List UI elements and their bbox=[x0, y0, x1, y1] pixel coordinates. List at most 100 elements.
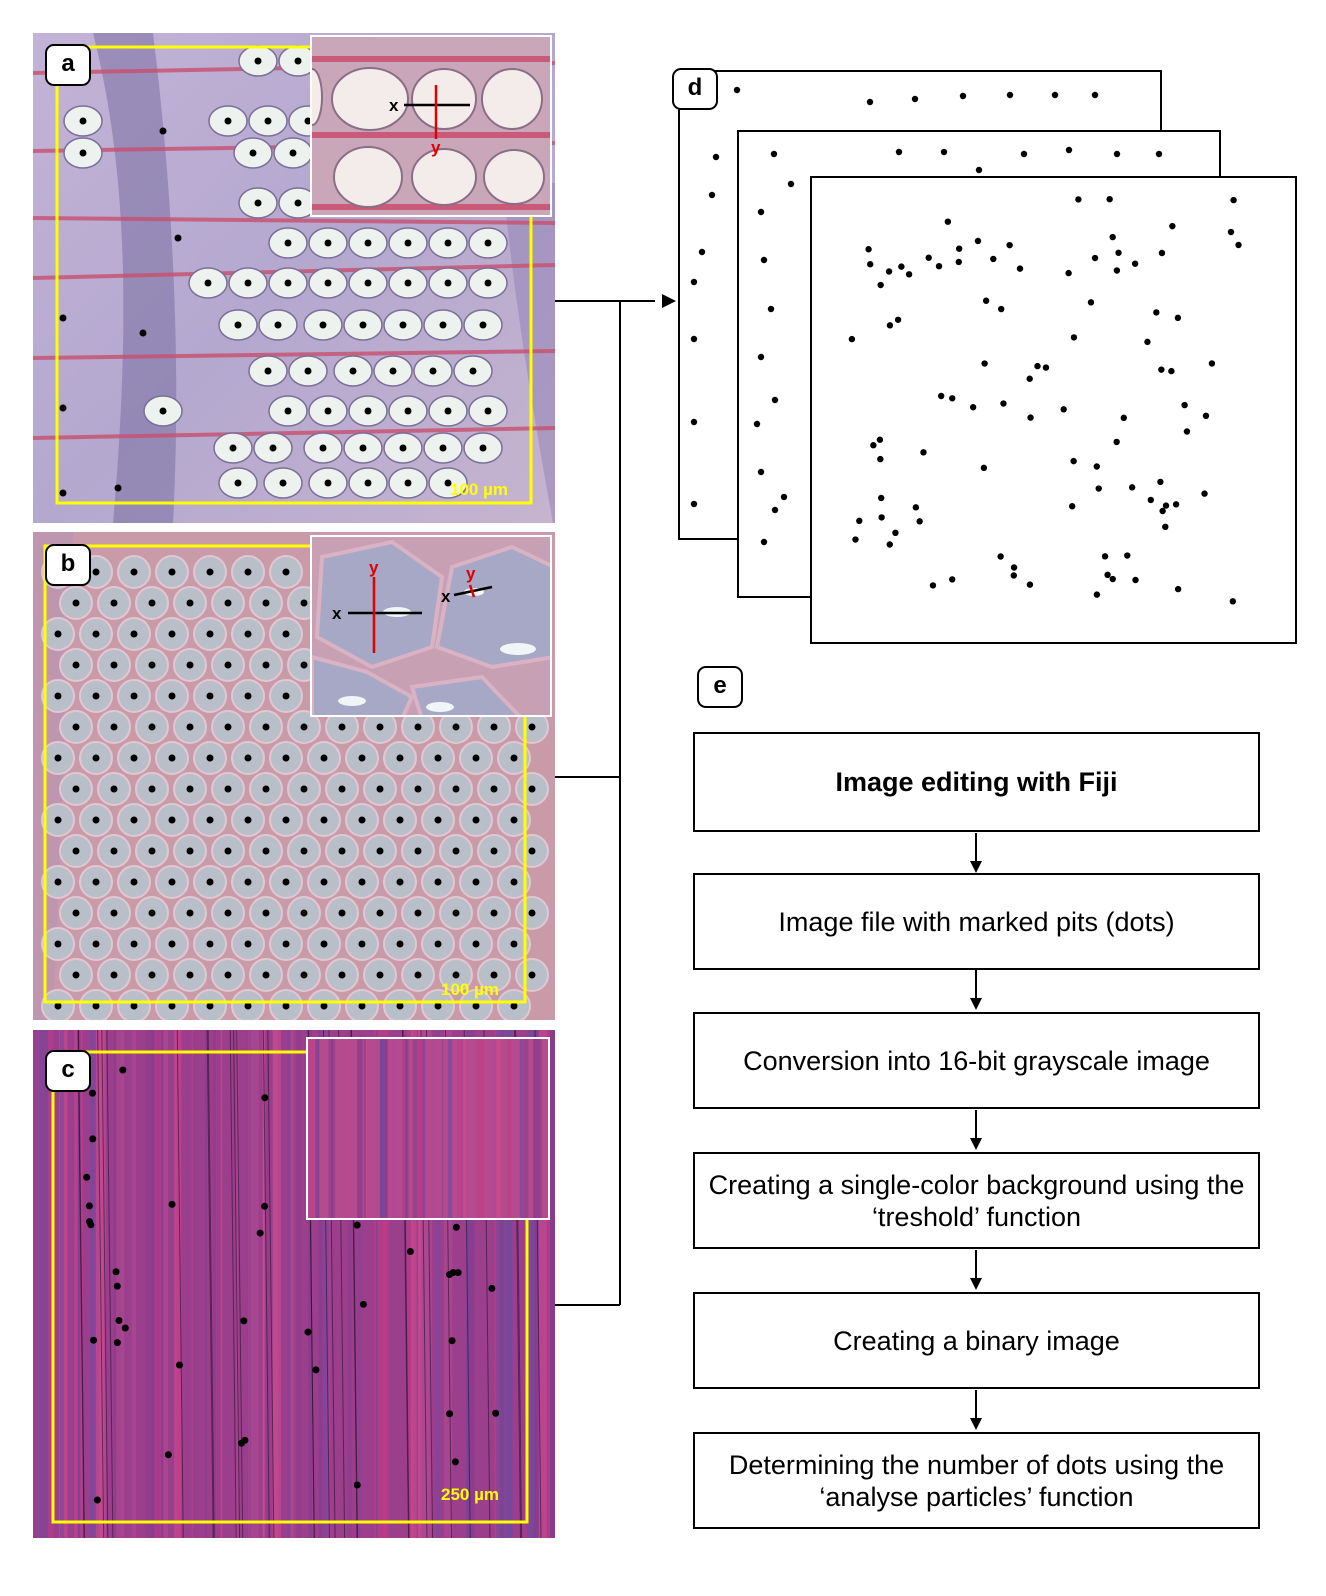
pit-marker-dot bbox=[300, 971, 308, 979]
pit-marker-dot bbox=[204, 279, 212, 287]
pit-marker-dot bbox=[206, 1002, 214, 1010]
pit-marker-dot bbox=[72, 847, 80, 855]
pit-marker-dot bbox=[54, 692, 62, 700]
dot bbox=[898, 263, 905, 270]
dot bbox=[955, 258, 962, 266]
pit-marker-dot bbox=[284, 407, 292, 415]
dot bbox=[1034, 362, 1041, 370]
pit-marker-dot bbox=[262, 661, 270, 669]
panel-c-pits bbox=[83, 1066, 500, 1504]
pit-marker-dot bbox=[119, 1066, 127, 1074]
dot bbox=[1010, 572, 1017, 579]
fiber-streak bbox=[149, 1030, 154, 1538]
pit-marker-dot bbox=[452, 723, 460, 731]
fiber-streak bbox=[459, 1039, 463, 1218]
pit-marker-dot bbox=[282, 630, 290, 638]
dot bbox=[1068, 503, 1076, 510]
pit-marker-dot bbox=[206, 816, 214, 824]
dot bbox=[905, 271, 913, 278]
fiber-streak bbox=[308, 1030, 312, 1538]
fiber-streak bbox=[420, 1030, 425, 1538]
pit-marker-dot bbox=[359, 1300, 367, 1308]
pit-marker-dot bbox=[282, 568, 290, 576]
fiber-streak bbox=[330, 1039, 333, 1218]
pit-marker-dot bbox=[304, 1328, 312, 1336]
dot bbox=[1201, 490, 1208, 497]
dot bbox=[690, 335, 698, 343]
pit-marker-dot bbox=[139, 329, 147, 337]
pit-marker-dot bbox=[338, 909, 346, 917]
pit-marker-dot bbox=[72, 909, 80, 917]
pit-marker-dot bbox=[262, 847, 270, 855]
fiber-streak bbox=[407, 1030, 414, 1538]
pit-marker-dot bbox=[282, 1002, 290, 1010]
fiber-streak bbox=[163, 1030, 169, 1538]
fiber-streak bbox=[377, 1030, 386, 1538]
pit-marker-dot bbox=[262, 971, 270, 979]
fiber-streak bbox=[191, 1030, 193, 1538]
pit-marker-dot bbox=[224, 661, 232, 669]
pit-marker-dot bbox=[234, 479, 242, 487]
pit-marker-dot bbox=[130, 816, 138, 824]
dot bbox=[760, 538, 768, 546]
pit-marker-dot bbox=[262, 909, 270, 917]
dot bbox=[1026, 375, 1033, 382]
dot bbox=[974, 237, 982, 245]
pit-marker-dot bbox=[396, 940, 404, 948]
pit-marker-dot bbox=[528, 723, 536, 731]
pit-marker-dot bbox=[364, 479, 372, 487]
dot bbox=[892, 529, 899, 537]
inset-x-label-1: x bbox=[332, 604, 342, 623]
fiber-streak bbox=[376, 1030, 378, 1538]
fiber-streak bbox=[250, 1030, 259, 1538]
fiber-streak bbox=[400, 1039, 403, 1218]
pit-marker-dot bbox=[92, 816, 100, 824]
dot bbox=[982, 297, 990, 304]
pit-marker-dot bbox=[114, 484, 122, 492]
pit-marker-dot bbox=[282, 692, 290, 700]
pit-marker-dot bbox=[54, 816, 62, 824]
dot bbox=[955, 245, 963, 252]
fiber-streak bbox=[154, 1030, 162, 1538]
dot bbox=[757, 468, 765, 476]
pit-marker-dot bbox=[112, 1268, 120, 1276]
pit-marker-dot bbox=[304, 117, 312, 125]
fiber-streak bbox=[77, 1030, 81, 1538]
fiber-streak bbox=[496, 1039, 503, 1218]
fiber-streak bbox=[99, 1030, 107, 1538]
dot bbox=[1101, 553, 1109, 560]
pit-marker-dot bbox=[528, 847, 536, 855]
fiber-streak bbox=[313, 1039, 317, 1218]
pit-marker-dot bbox=[254, 57, 262, 65]
fiber-streak bbox=[442, 1039, 444, 1218]
pit-marker-dot bbox=[256, 1229, 264, 1237]
dot bbox=[1147, 496, 1155, 504]
dot bbox=[865, 246, 872, 253]
pit-marker-dot bbox=[224, 723, 232, 731]
pit-marker-dot bbox=[168, 692, 176, 700]
pit-marker-dot bbox=[72, 723, 80, 731]
dot bbox=[1131, 260, 1139, 267]
dot bbox=[1153, 309, 1160, 316]
fiber-streak bbox=[287, 1030, 290, 1538]
fiber-streak bbox=[373, 1030, 376, 1538]
dot bbox=[1027, 414, 1034, 421]
dot bbox=[916, 518, 923, 525]
dot bbox=[1181, 401, 1188, 409]
dot bbox=[885, 268, 893, 275]
dot bbox=[712, 153, 720, 161]
pit-marker-dot bbox=[168, 816, 176, 824]
pit-marker-dot bbox=[320, 1002, 328, 1010]
pit-marker-dot bbox=[479, 444, 487, 452]
dot bbox=[1026, 581, 1034, 588]
dot bbox=[980, 464, 988, 472]
pit-marker-dot bbox=[300, 661, 308, 669]
fiber-streak bbox=[37, 1030, 45, 1538]
pit-marker-dot bbox=[472, 754, 480, 762]
flow-step-2: Image file with marked pits (dots) bbox=[693, 873, 1260, 970]
fiber-streak bbox=[145, 1030, 150, 1538]
fiber-streak bbox=[402, 1039, 409, 1218]
pit-marker-dot bbox=[396, 1002, 404, 1010]
pit-marker-dot bbox=[130, 1002, 138, 1010]
pit-marker-dot bbox=[110, 909, 118, 917]
